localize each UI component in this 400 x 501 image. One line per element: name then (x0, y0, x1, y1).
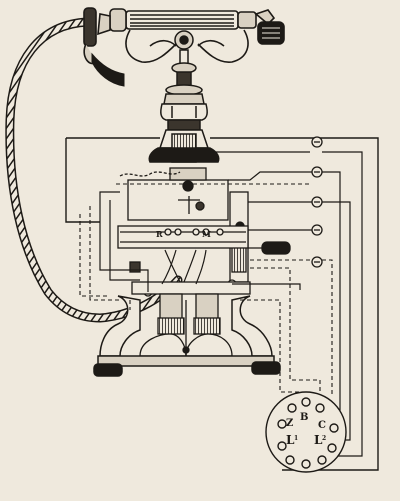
label-l1-sup: 1 (294, 435, 298, 442)
handset (83, 7, 285, 65)
label-m: M (202, 229, 211, 239)
terminal-column (311, 136, 323, 268)
mechanism (117, 167, 291, 297)
label-c: C (318, 420, 326, 431)
ringer (131, 281, 251, 357)
base (93, 295, 281, 377)
label-r: R (156, 229, 163, 239)
label-z: Z (286, 418, 293, 429)
pedestal-stem (148, 30, 220, 163)
label-l2-sup: 2 (322, 435, 326, 442)
connection-block (265, 391, 347, 473)
apparatus-outline (65, 137, 379, 471)
label-l2: L (314, 433, 323, 447)
label-b: B (300, 412, 308, 423)
receiver-cup (91, 52, 125, 87)
handset-cord (5, 17, 183, 323)
label-l1: L (286, 433, 295, 447)
